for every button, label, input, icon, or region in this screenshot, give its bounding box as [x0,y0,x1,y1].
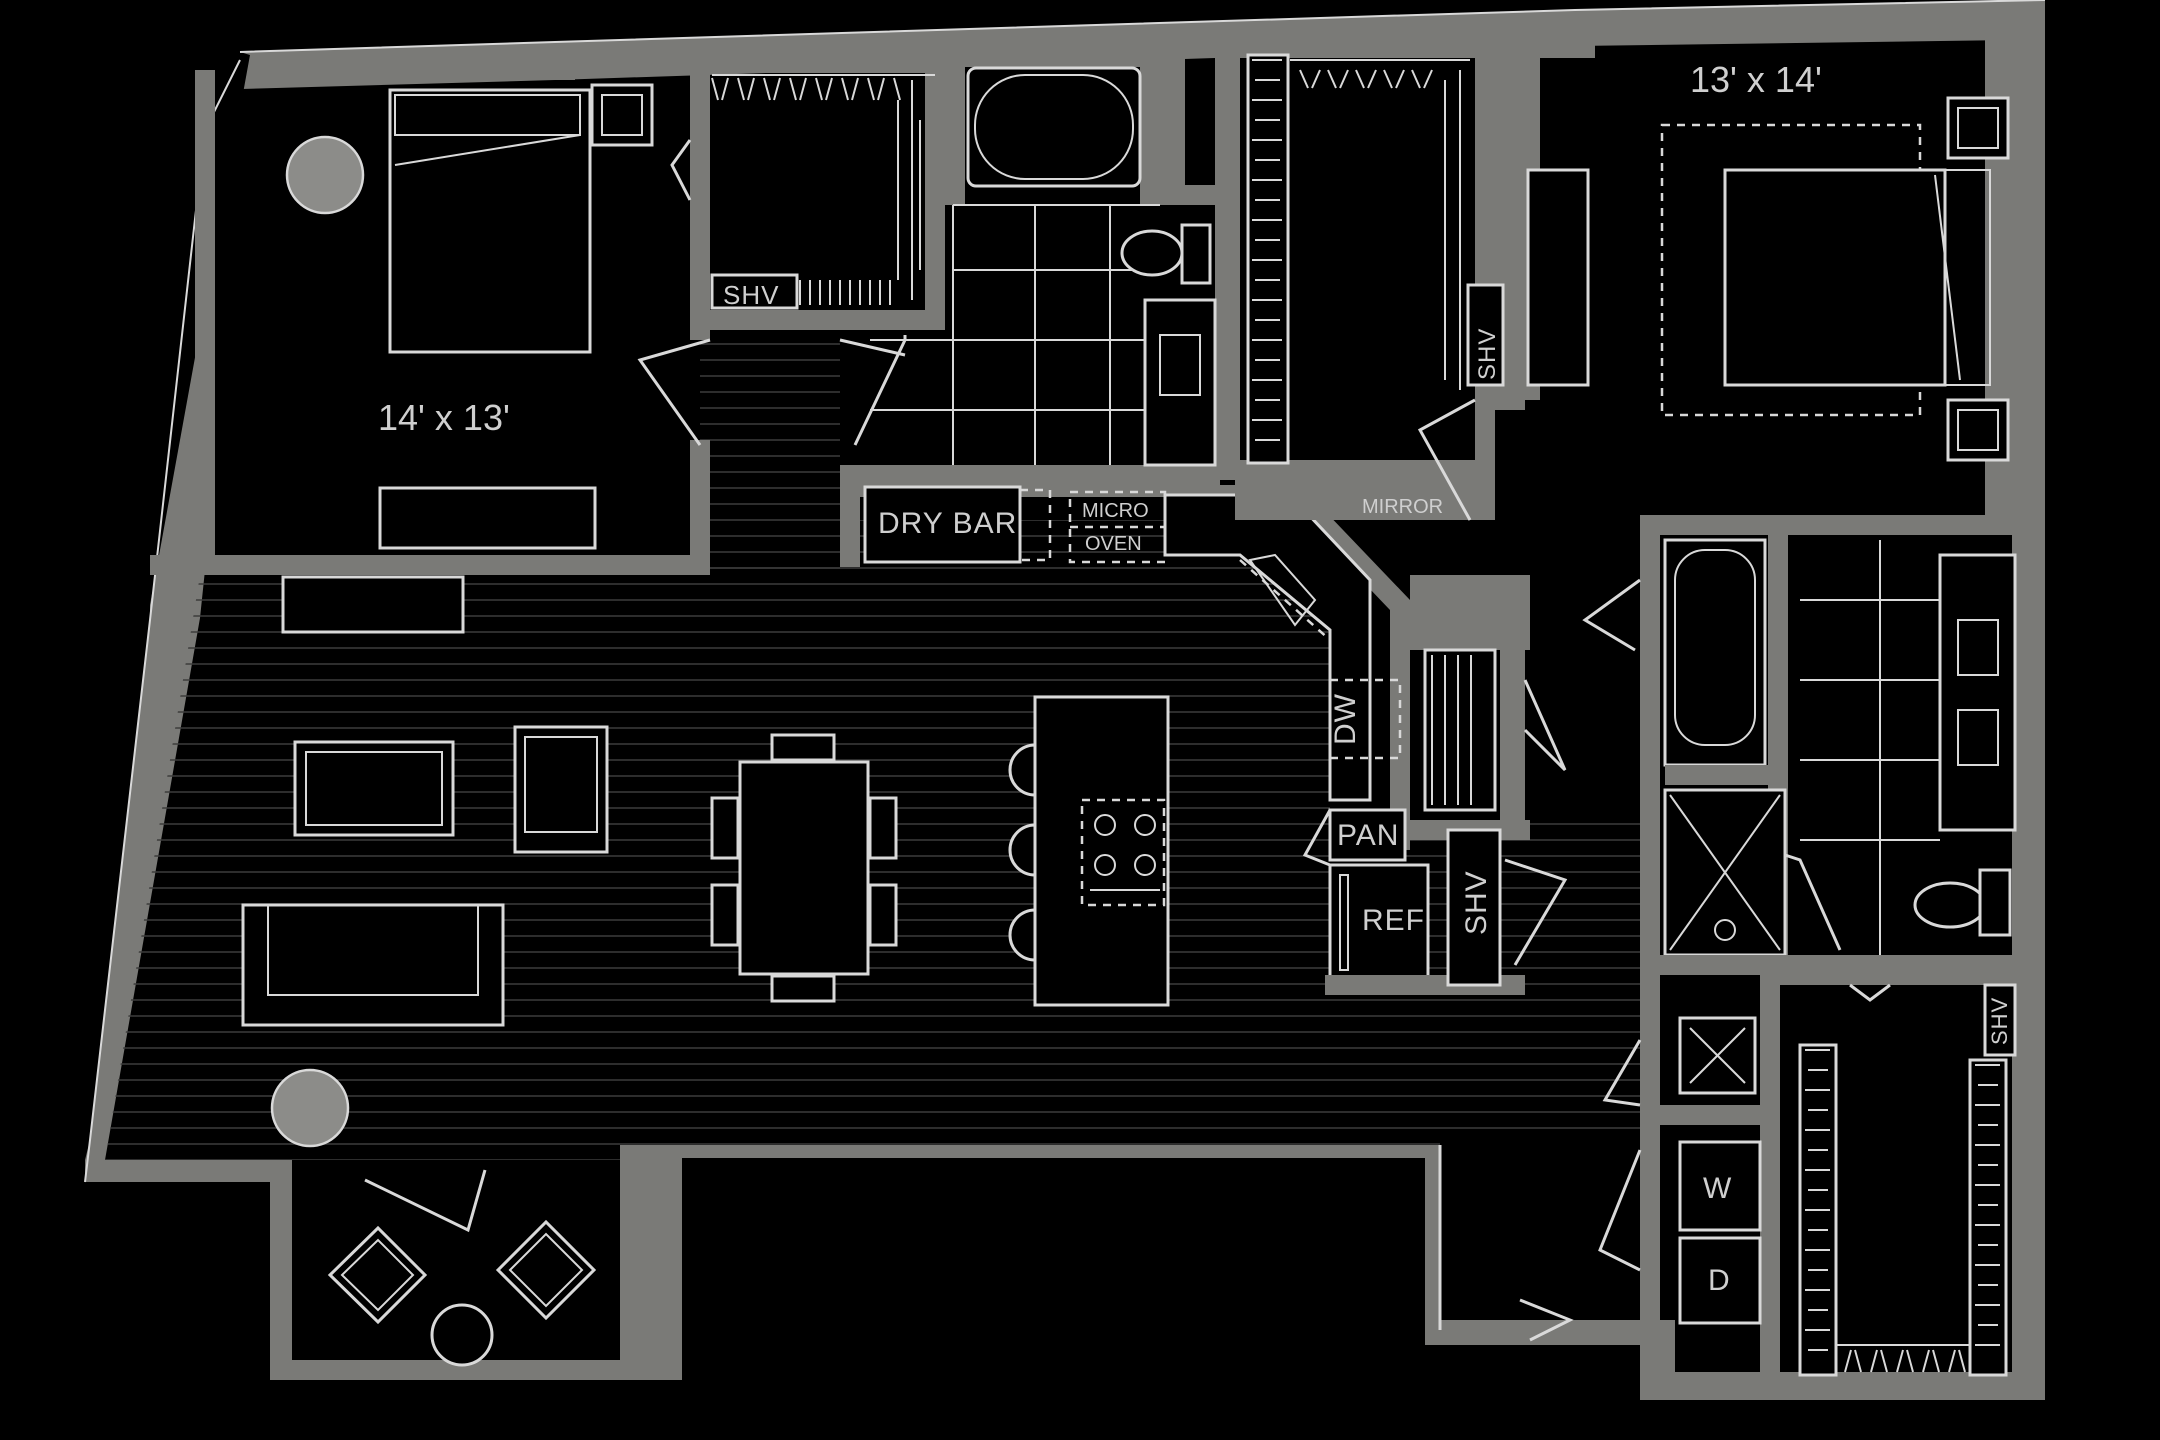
terrace [270,1145,682,1380]
hall-floor [700,330,840,570]
ottoman [293,740,455,837]
dishwasher [1328,678,1402,760]
washer-label: W [1703,1172,1732,1205]
media-console [281,575,465,634]
bedroom-right-dimension: 13' x 14' [1690,59,1822,100]
bedroom-left-dimension: 14' x 13' [378,397,510,438]
bathtub-right [1663,538,1767,767]
kitchen-island [1008,695,1170,1007]
oven-label: OVEN [1085,533,1142,555]
dining [710,733,898,1003]
dry-bar [863,485,1022,564]
bedroom-right: 13' x 14' [1520,40,2025,985]
micro-label: MICRO [1082,500,1149,522]
closet-lower-right: SHV [1780,975,2017,1377]
bed-left [388,88,592,354]
dryer [1678,1236,1762,1325]
pan-label: PAN [1337,819,1399,852]
bed-right [1723,168,1947,387]
bathroom-right [1640,535,2025,975]
terrace-table [430,1303,494,1367]
toilet-right [1913,881,1987,929]
shv-hall [1446,828,1502,987]
armchair [513,725,609,854]
terrace-chair-left [327,1225,428,1325]
laundry: W D [1598,975,1780,1395]
side-table-living [270,1068,350,1148]
micro-oven [1068,490,1167,564]
shv-hall-label: SHV [1460,870,1493,935]
toilet-top [1120,229,1184,277]
washer [1678,1140,1762,1232]
vanity-right [1938,553,2017,832]
shv-right-label: SHV [1987,997,2012,1045]
hall-closets: SHV [1410,575,1568,987]
cooktop [1080,798,1166,907]
door-bedroom-left [637,338,711,446]
dresser-left [378,486,597,550]
closet-left: SHV [670,55,945,330]
shv-center-label: SHV [1474,328,1501,380]
dry-bar-label: DRY BAR [878,507,1017,540]
dryer-label: D [1708,1264,1731,1297]
refrigerator [1328,863,1430,979]
terrace-chair-right [495,1219,597,1321]
dresser-right [1526,168,1590,387]
dw-label: DW [1329,693,1362,745]
side-table-left [285,135,365,215]
ref-label: REF [1362,904,1425,937]
vanity-top [1143,298,1217,467]
island [1033,695,1170,1007]
dining-table [738,760,870,976]
bathroom-top [839,40,1240,485]
pantry [1328,808,1407,862]
mirror-label: MIRROR [1362,496,1443,518]
shv-right [1983,983,2017,1057]
shv-center [1466,283,1505,387]
entry-door [1519,1298,1574,1342]
living-room [241,575,609,1148]
bedroom-left: 14' x 13' [150,55,710,575]
sofa [241,903,505,1027]
shv-left-label: SHV [723,280,779,310]
kitchen-top: DRY BAR MICRO OVEN DW PAN REF [840,485,1525,995]
closet-right: SHV MIRROR [1235,40,1595,521]
bathtub-top [966,66,1142,188]
